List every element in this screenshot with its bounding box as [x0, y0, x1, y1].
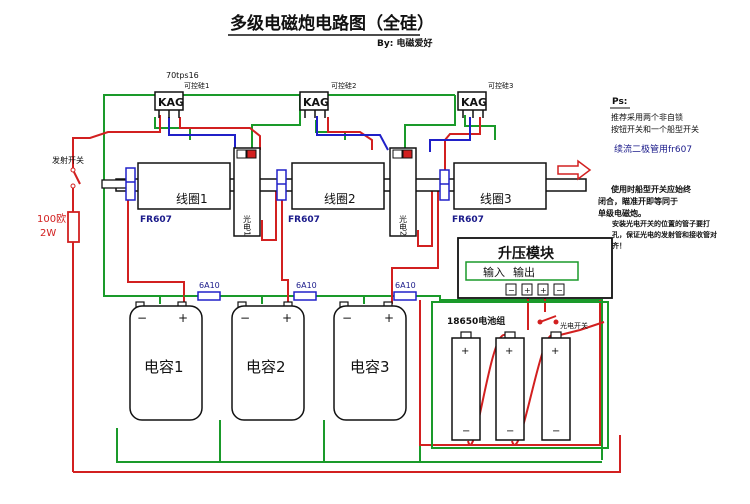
fuse-2: 6A10: [293, 281, 317, 301]
svg-text:+: +: [540, 286, 547, 295]
coil-2: 线圈2: [291, 162, 385, 210]
svg-text:−: −: [556, 286, 563, 295]
exit-arrow-icon: [557, 159, 592, 181]
photo-switch-1: 光电1: [233, 147, 261, 237]
diode-3: FR607: [439, 169, 484, 225]
scr-label: 可控硅3: [488, 81, 513, 90]
svg-text:−: −: [506, 426, 514, 437]
svg-text:+: +: [384, 311, 394, 325]
battery-pack: 18650电池组 光电开关: [431, 301, 609, 449]
svg-text:−: −: [240, 311, 250, 325]
scr-mark: KAG: [158, 96, 184, 109]
resistor: 100欧 2W: [37, 211, 80, 243]
battery-cell-2: + −: [495, 331, 525, 441]
author-label: By: 电磁爱好: [377, 37, 432, 49]
battery-pack-label: 18650电池组: [447, 315, 505, 327]
notes-line4: 闭合，瞄准开即等同于: [598, 196, 678, 206]
diagram-title: 多级电磁炮电路图（全硅）: [230, 13, 434, 34]
svg-text:−: −: [508, 286, 515, 295]
resistor-value: 100欧: [37, 213, 66, 225]
notes-line2: 按钮开关和一个船型开关: [611, 124, 699, 134]
capacitor-label: 电容2: [246, 358, 286, 376]
fuse-1: 6A10: [184, 281, 228, 301]
fuse-3: 6A10: [393, 281, 417, 301]
diode-label: FR607: [288, 215, 320, 225]
coil-label: 线圈3: [480, 192, 512, 206]
svg-text:−: −: [137, 311, 147, 325]
svg-text:+: +: [461, 346, 469, 357]
svg-text:+: +: [505, 346, 513, 357]
diode-label: FR607: [140, 215, 172, 225]
notes-line1: 推荐采用两个非自锁: [611, 112, 683, 122]
photo-label: 光电1: [243, 214, 252, 236]
fuse-label: 6A10: [296, 281, 317, 290]
capacitor-label: 电容3: [350, 358, 390, 376]
coil-label: 线圈2: [324, 192, 356, 206]
capacitor-2: − + 电容2: [231, 301, 305, 421]
fuse-label: 6A10: [199, 281, 220, 290]
photo-label: 光电2: [399, 214, 408, 236]
fuse-label: 6A10: [395, 281, 416, 290]
boost-module: 升压模块 输入 输出 − + + −: [457, 237, 613, 299]
svg-text:+: +: [524, 286, 531, 295]
scr-3: KAG 可控硅3: [457, 81, 513, 118]
notes-ps: Ps:: [612, 97, 627, 107]
notes-line8: 齐！: [612, 241, 626, 250]
scr-mark: KAG: [303, 96, 329, 109]
scr-2: KAG 可控硅2: [299, 81, 356, 118]
capacitor-1: − + 电容1: [129, 301, 203, 421]
boost-input-label: 输入: [483, 265, 505, 279]
notes-line3: 使用时船型开关应始终: [610, 184, 692, 194]
notes-line5: 单级电磁炮。: [598, 208, 646, 218]
notes-line7: 孔，保证光电的发射管和接收管对: [612, 230, 717, 239]
scr-1: KAG 可控硅1: [154, 81, 209, 118]
resistor-power: 2W: [40, 228, 56, 239]
notes-diode: 续流二极管用fr607: [614, 143, 692, 155]
scr-part-label: 70tps16: [166, 71, 199, 80]
battery-cell-1: + −: [451, 331, 481, 441]
svg-text:−: −: [342, 311, 352, 325]
blue-wires: [168, 116, 471, 152]
boost-output-label: 输出: [513, 265, 535, 279]
notes: Ps: 推荐采用两个非自锁 按钮开关和一个船型开关 续流二极管用fr607 使用…: [598, 97, 717, 250]
svg-text:+: +: [551, 346, 559, 357]
boost-title: 升压模块: [498, 245, 555, 262]
diode-label: FR607: [452, 215, 484, 225]
trigger-switch: 发射开关: [52, 155, 84, 189]
photo-switch-2: 光电2: [389, 147, 417, 237]
svg-text:−: −: [552, 426, 560, 437]
photo-switch-label: 光电开关: [560, 321, 588, 330]
svg-text:+: +: [178, 311, 188, 325]
diode-1: FR607: [125, 167, 172, 225]
capacitor-3: − + 电容3: [333, 301, 407, 421]
svg-text:+: +: [282, 311, 292, 325]
notes-line6: 安装光电开关的位置的管子要打: [612, 219, 710, 228]
scr-mark: KAG: [461, 96, 487, 109]
scr-label: 可控硅1: [184, 81, 209, 90]
trigger-switch-label: 发射开关: [52, 155, 84, 165]
battery-cell-3: + −: [541, 331, 571, 441]
svg-text:−: −: [462, 426, 470, 437]
scr-label: 可控硅2: [331, 81, 356, 90]
coil-3: 线圈3: [453, 162, 547, 210]
capacitor-label: 电容1: [144, 358, 184, 376]
coil-label: 线圈1: [176, 192, 208, 206]
coil-1: 线圈1: [137, 162, 231, 210]
diode-2: FR607: [276, 169, 320, 225]
